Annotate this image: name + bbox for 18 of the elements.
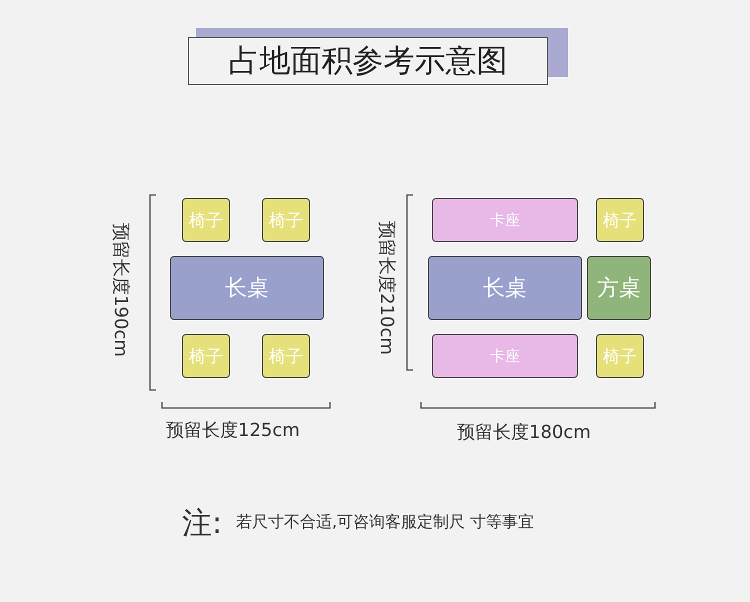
- chair: 椅子: [182, 334, 230, 378]
- chair: 椅子: [262, 334, 310, 378]
- chair: 椅子: [596, 334, 644, 378]
- dimension-label: 预留长度180cm: [457, 421, 591, 444]
- note-text: 若尺寸不合适,可咨询客服定制尺 寸等事宜: [236, 512, 534, 533]
- chair: 椅子: [182, 198, 230, 242]
- chair: 椅子: [596, 198, 644, 242]
- long-table: 长桌: [170, 256, 324, 320]
- title: 占地面积参考示意图: [188, 37, 548, 85]
- square-table: 方桌: [587, 256, 651, 320]
- dimension-label: 预留长度210cm: [375, 220, 398, 357]
- chair: 椅子: [262, 198, 310, 242]
- dimension-label: 预留长度125cm: [166, 419, 300, 442]
- dimension-label: 预留长度190cm: [109, 222, 132, 359]
- long-table: 长桌: [428, 256, 582, 320]
- booth-seat: 卡座: [432, 334, 578, 378]
- booth-seat: 卡座: [432, 198, 578, 242]
- note-mark: 注:: [182, 505, 222, 543]
